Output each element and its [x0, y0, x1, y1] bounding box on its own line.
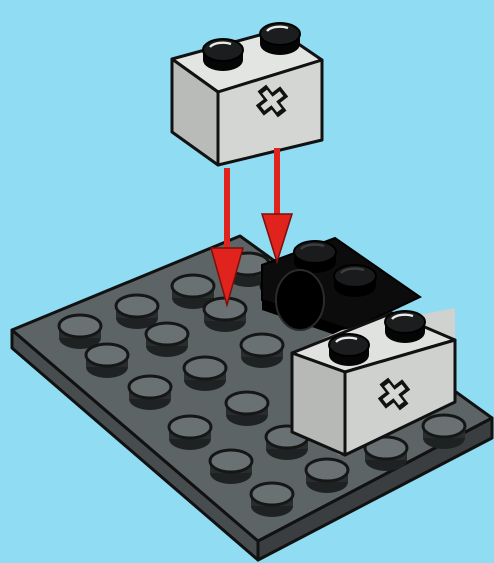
down-arrow-icon: [262, 148, 292, 262]
floating-light-brick: [172, 23, 322, 165]
